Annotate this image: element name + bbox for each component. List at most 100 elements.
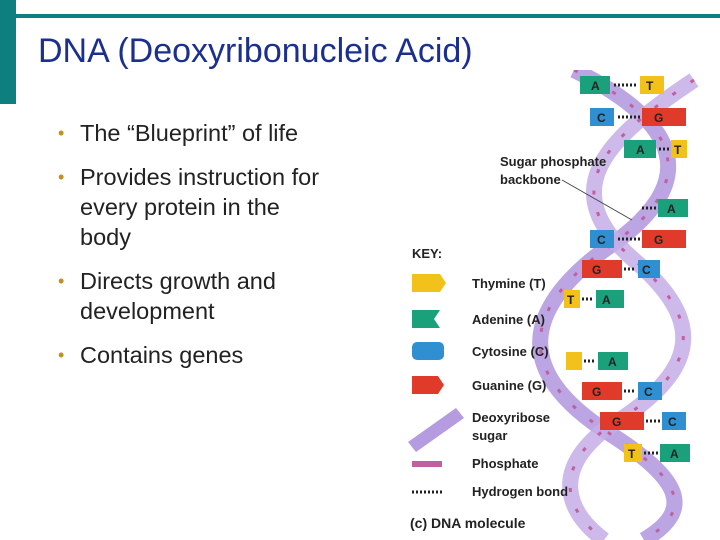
guanine-block bbox=[582, 260, 622, 278]
key-item-adenine: Adenine (A) bbox=[412, 310, 545, 328]
key-label: Thymine (T) bbox=[472, 276, 546, 291]
cytosine-block bbox=[638, 382, 662, 400]
base-letter: C bbox=[597, 111, 606, 125]
key-item-hydrogen-bond: Hydrogen bond bbox=[412, 484, 568, 499]
base-pair: G C bbox=[582, 260, 660, 278]
bullet-text: Contains genes bbox=[80, 342, 244, 368]
key-label: Cytosine (C) bbox=[472, 344, 549, 359]
cytosine-block bbox=[638, 260, 660, 278]
base-letter: A bbox=[602, 293, 611, 307]
base-pair: A bbox=[642, 199, 688, 217]
base-pair: T A bbox=[624, 444, 690, 462]
base-pair: A T bbox=[580, 76, 664, 94]
bullet-dot: • bbox=[58, 271, 65, 291]
thymine-block bbox=[564, 290, 580, 308]
base-letter: C bbox=[644, 385, 653, 399]
bullet-text: every protein in the bbox=[80, 194, 280, 220]
cytosine-swatch bbox=[412, 342, 444, 360]
adenine-block bbox=[596, 290, 624, 308]
base-letter: G bbox=[654, 111, 663, 125]
base-letter: C bbox=[597, 233, 606, 247]
base-letter: T bbox=[646, 79, 654, 93]
backbone-pointer bbox=[561, 179, 633, 221]
key-item-guanine: Guanine (G) bbox=[412, 376, 546, 394]
key-label: Guanine (G) bbox=[472, 378, 546, 393]
bullet-text: development bbox=[80, 298, 215, 324]
key-label: Adenine (A) bbox=[472, 312, 545, 327]
base-letter: G bbox=[592, 385, 601, 399]
base-letter: C bbox=[668, 415, 677, 429]
bullet-text: Provides instruction for bbox=[80, 164, 320, 190]
figure-caption: (c) DNA molecule bbox=[410, 515, 526, 531]
cytosine-block bbox=[662, 412, 686, 430]
base-pair: C G bbox=[590, 108, 686, 126]
cytosine-block bbox=[590, 230, 614, 248]
guanine-block bbox=[582, 382, 622, 400]
accent-bar bbox=[0, 0, 16, 104]
key-label: Deoxyribose bbox=[472, 410, 550, 425]
base-letter: A bbox=[667, 202, 676, 216]
bullet-item: • Directs growth and development bbox=[58, 266, 398, 326]
key-item-phosphate: Phosphate bbox=[412, 456, 538, 471]
key-item-thymine: Thymine (T) bbox=[412, 274, 546, 292]
base-letter: G bbox=[654, 233, 663, 247]
base-letter: T bbox=[628, 447, 636, 461]
base-letter: C bbox=[642, 263, 651, 277]
base-pair: C G bbox=[590, 230, 686, 248]
guanine-block bbox=[642, 108, 686, 126]
base-letter: G bbox=[592, 263, 601, 277]
base-pair: T A bbox=[564, 290, 624, 308]
adenine-block bbox=[658, 199, 688, 217]
adenine-block bbox=[580, 76, 610, 94]
key-label: Hydrogen bond bbox=[472, 484, 568, 499]
base-pair: G C bbox=[582, 382, 662, 400]
slide-title: DNA (Deoxyribonucleic Acid) bbox=[38, 32, 473, 70]
adenine-swatch bbox=[412, 310, 440, 328]
bullet-text: The “Blueprint” of life bbox=[80, 120, 299, 146]
key-label: Phosphate bbox=[472, 456, 538, 471]
bullet-text: Directs growth and bbox=[80, 268, 276, 294]
adenine-block bbox=[624, 140, 656, 158]
dna-figure: A T C G A T A C G bbox=[404, 70, 704, 540]
key-label: sugar bbox=[472, 428, 507, 443]
thymine-block bbox=[671, 140, 687, 158]
bullet-item: • The “Blueprint” of life bbox=[58, 118, 398, 148]
base-letter: A bbox=[608, 355, 617, 369]
backbone-label: backbone bbox=[500, 172, 561, 187]
phosphate-swatch bbox=[412, 461, 442, 467]
base-letter: A bbox=[591, 79, 600, 93]
bullet-dot: • bbox=[58, 123, 65, 143]
key-item-deoxyribose: Deoxyribose sugar bbox=[408, 408, 550, 452]
backbone-strand bbox=[532, 70, 683, 540]
base-letter: T bbox=[674, 143, 682, 157]
bullet-dot: • bbox=[58, 167, 65, 187]
bullet-text: body bbox=[80, 224, 131, 250]
guanine-block bbox=[600, 412, 644, 430]
key-title: KEY: bbox=[412, 246, 442, 261]
bullet-item: • Provides instruction for every protein… bbox=[58, 162, 398, 252]
base-pair: A T bbox=[624, 140, 687, 158]
base-letter: T bbox=[567, 293, 575, 307]
cytosine-block bbox=[590, 108, 614, 126]
bullet-list: • The “Blueprint” of life • Provides ins… bbox=[58, 118, 398, 384]
base-letter: A bbox=[670, 447, 679, 461]
base-pair: G C bbox=[600, 412, 686, 430]
deoxyribose-swatch bbox=[408, 408, 464, 452]
base-pair: A bbox=[566, 352, 628, 370]
bullet-dot: • bbox=[58, 345, 65, 365]
thymine-block bbox=[566, 352, 582, 370]
guanine-block bbox=[642, 230, 686, 248]
key-item-cytosine: Cytosine (C) bbox=[412, 342, 549, 360]
adenine-block bbox=[598, 352, 628, 370]
thymine-block bbox=[640, 76, 664, 94]
guanine-swatch bbox=[412, 376, 444, 394]
bullet-item: • Contains genes bbox=[58, 340, 398, 370]
backbone-strand bbox=[562, 73, 699, 540]
thymine-block bbox=[624, 444, 642, 462]
backbone-label: Sugar phosphate bbox=[500, 154, 606, 169]
base-letter: A bbox=[636, 143, 645, 157]
dna-illustration: A T C G A T A C G bbox=[408, 70, 699, 540]
accent-line bbox=[16, 14, 720, 18]
thymine-swatch bbox=[412, 274, 446, 292]
adenine-block bbox=[660, 444, 690, 462]
